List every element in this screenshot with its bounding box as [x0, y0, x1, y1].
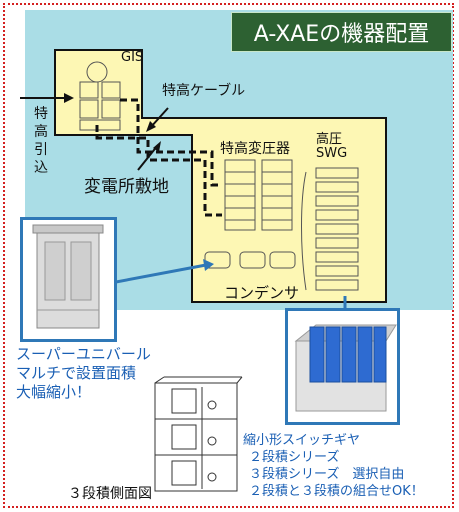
transformer-equipment	[224, 159, 293, 231]
switchgear-photo-frame	[285, 308, 400, 425]
side-view-label: ３段積側面図	[68, 486, 152, 502]
gis-label: GIS	[121, 50, 144, 65]
hv-cable-line-2	[120, 98, 222, 187]
unibar-photo-frame	[20, 217, 117, 342]
incoming-char: 高	[34, 124, 48, 140]
page-title: A-XAEの機器配置	[231, 12, 452, 52]
switchgear-note-line: ３段積シリーズ 選択自由	[249, 467, 405, 482]
three-stage-side-drawing	[154, 376, 243, 492]
tokko-cable-label: 特高ケーブル	[162, 83, 246, 99]
unibar-note: スーパーユニバール マルチで設置面積 大幅縮小！	[16, 345, 151, 402]
unibar-note-line: マルチで設置面積	[16, 364, 137, 382]
hv-swg-label-1: 高圧	[316, 132, 343, 147]
switchgear-note-line: ２段積シリーズ	[249, 450, 340, 465]
unibar-cabinet-image	[32, 224, 104, 329]
switchgear-note: 縮小形スイッチギヤ ２段積シリーズ ３段積シリーズ 選択自由 ２段積と３段積の組…	[243, 432, 424, 500]
substation-site-label: 変電所敷地	[84, 177, 169, 197]
unibar-note-line: 大幅縮小！	[16, 383, 92, 401]
hv-cable-line	[95, 125, 222, 217]
switchgear-note-line: ２段積と３段積の組合せOK！	[249, 484, 424, 499]
unibar-note-line: スーパーユニバール	[16, 345, 151, 363]
incoming-char: 込	[34, 160, 48, 176]
switchgear-note-line: 縮小形スイッチギヤ	[243, 433, 361, 448]
site-callout-arrow	[137, 144, 159, 171]
gis-equipment	[79, 61, 121, 131]
incoming-label: 特 高 引 込	[34, 105, 48, 177]
incoming-char: 引	[34, 142, 48, 158]
tokko-transformer-label: 特高変圧器	[220, 141, 290, 157]
substation-plot	[54, 49, 387, 303]
unibar-arrow	[99, 263, 207, 287]
incoming-char: 特	[34, 106, 48, 122]
hv-swg-label-2: SWG	[316, 146, 348, 161]
switchgear-image	[294, 324, 397, 412]
condenser-label: コンデンサ	[224, 284, 300, 302]
swg-rows	[301, 167, 359, 291]
dotted-frame	[3, 3, 454, 508]
